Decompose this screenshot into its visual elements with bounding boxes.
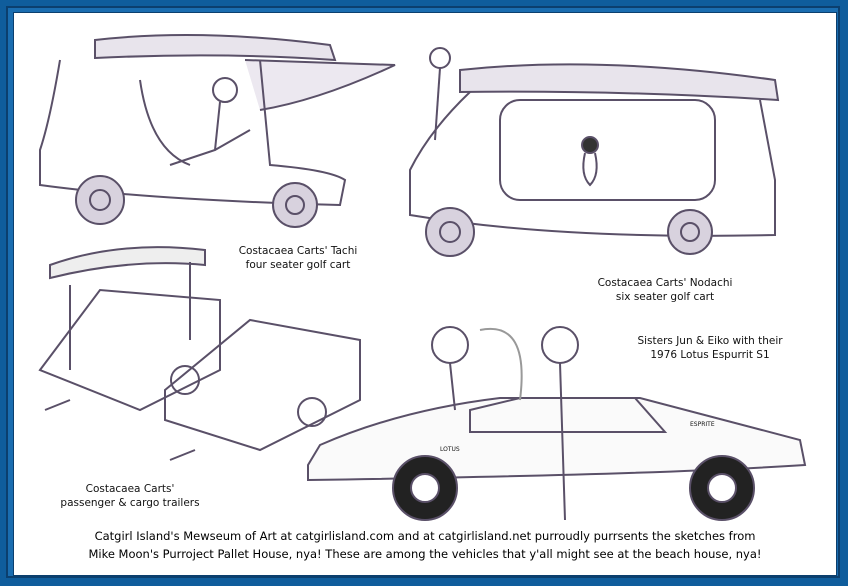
trailers-caption: Costacaea Carts' passenger & cargo trail… bbox=[40, 482, 220, 510]
car-rear-label: ESPRITE bbox=[690, 421, 715, 428]
tachi-caption: Costacaea Carts' Tachi four seater golf … bbox=[228, 244, 368, 272]
lotus-caption: Sisters Jun & Eiko with their 1976 Lotus… bbox=[620, 334, 800, 362]
footer-text: Catgirl Island's Mewseum of Art at catgi… bbox=[20, 527, 830, 563]
tachi-golf-cart-sketch bbox=[39, 34, 396, 228]
caption-line: 1976 Lotus Espurrit S1 bbox=[650, 349, 770, 361]
caption-line: four seater golf cart bbox=[245, 259, 351, 271]
lotus-espurrit-sketch bbox=[307, 326, 807, 521]
caption-line: passenger & cargo trailers bbox=[60, 497, 200, 509]
trailers-sketch bbox=[38, 246, 361, 461]
caption-line: six seater golf cart bbox=[615, 291, 715, 303]
nodachi-caption: Costacaea Carts' Nodachi six seater golf… bbox=[590, 276, 740, 304]
caption-line: Sisters Jun & Eiko with their bbox=[637, 335, 783, 347]
caption-line: Costacaea Carts' Nodachi bbox=[597, 277, 733, 289]
car-side-label: LOTUS bbox=[440, 446, 460, 453]
footer-line: Catgirl Island's Mewseum of Art at catgi… bbox=[94, 529, 756, 543]
caption-line: Costacaea Carts' bbox=[85, 483, 175, 495]
footer-line: Mike Moon's Purroject Pallet House, nya!… bbox=[88, 547, 762, 561]
caption-line: Costacaea Carts' Tachi bbox=[238, 245, 358, 257]
nodachi-golf-cart-sketch bbox=[409, 47, 780, 257]
